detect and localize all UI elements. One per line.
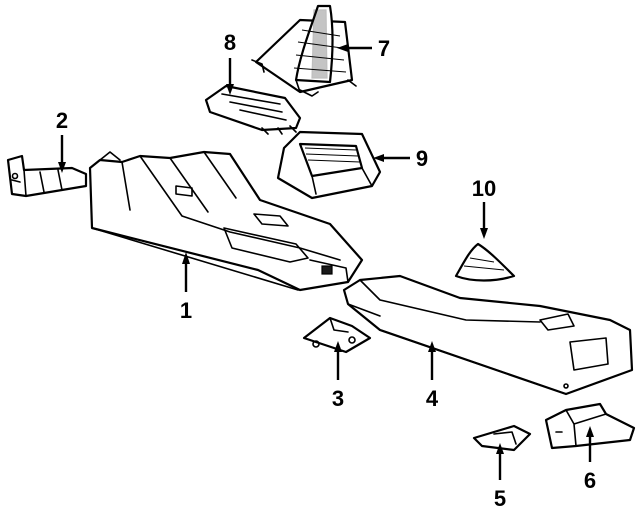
part-4-rear-console	[342, 274, 634, 396]
callout-labels: 1 2 3 4 5 6 7 8 9 10	[56, 30, 596, 511]
part-2-bracket	[6, 154, 88, 198]
part-1-front-console	[88, 150, 364, 292]
part-9-bezel	[276, 130, 382, 200]
callout-10: 10	[472, 176, 496, 201]
callout-5: 5	[494, 486, 506, 511]
callout-4: 4	[426, 386, 439, 411]
callout-3: 3	[332, 386, 344, 411]
callout-8: 8	[224, 30, 236, 55]
callout-9: 9	[416, 146, 428, 171]
callout-1: 1	[180, 298, 192, 323]
callout-6: 6	[584, 468, 596, 493]
part-7-shift-boot	[251, 4, 357, 97]
part-3-small-bracket	[302, 316, 372, 354]
part-5-small-bracket	[472, 424, 532, 452]
callout-7: 7	[378, 36, 390, 61]
leader-lines	[58, 44, 594, 480]
part-8-trim-plate	[204, 84, 302, 135]
callout-2: 2	[56, 108, 68, 133]
part-10-shift-knob	[454, 242, 516, 282]
